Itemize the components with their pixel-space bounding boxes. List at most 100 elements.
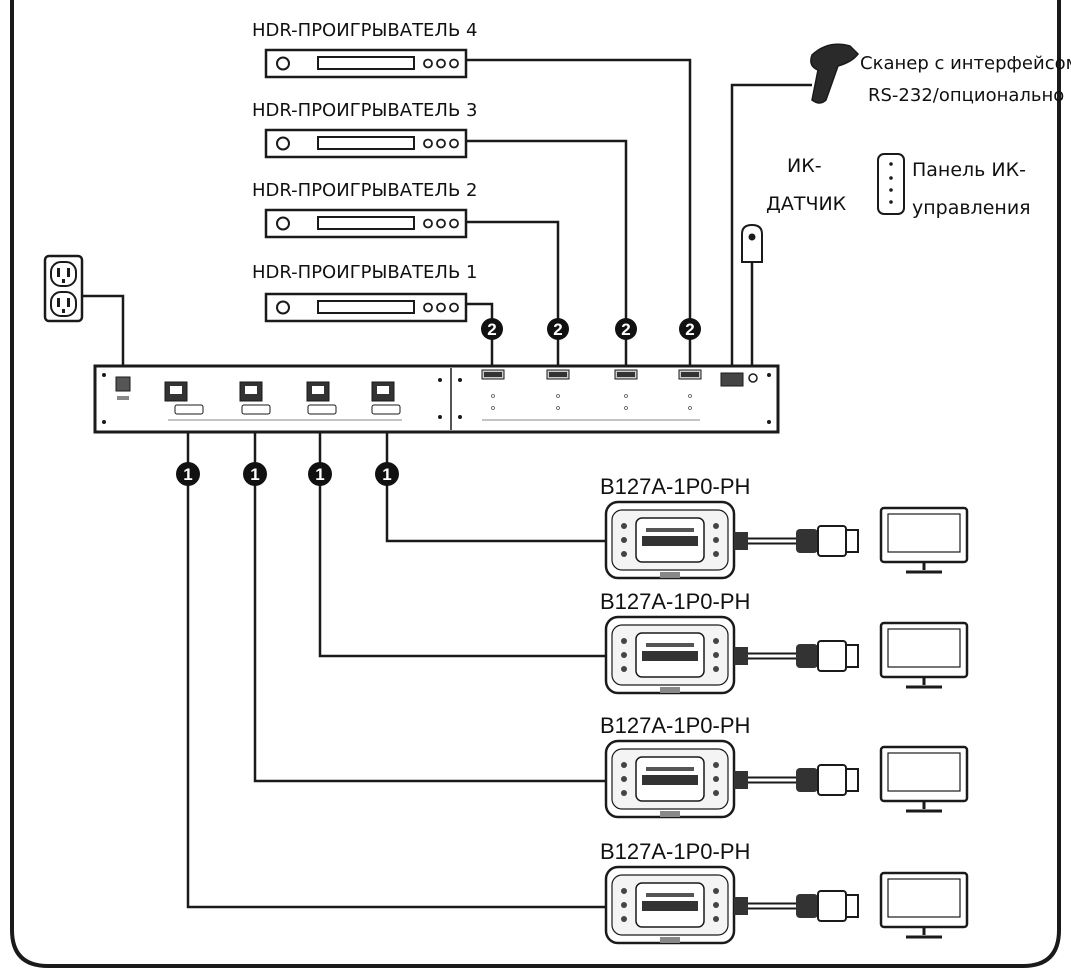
- input-badge: 2: [481, 318, 503, 340]
- hdmi-plug-head-icon: [817, 640, 847, 672]
- button-dot-icon: [449, 218, 459, 229]
- power-outlet-icon: [43, 254, 84, 323]
- ir-remote-icon: [877, 153, 905, 215]
- receiver-logo-mark: [642, 901, 698, 911]
- receiver-model-label: B127A-1P0-PH: [600, 474, 750, 499]
- receiver-model-label: B127A-1P0-PH: [600, 839, 750, 864]
- power-knob-icon: [276, 300, 290, 315]
- ir-sensor-label-line1: ИК-: [787, 155, 822, 177]
- scanner-label-line2: RS-232/опционально: [868, 85, 1064, 106]
- player-label: HDR-ПРОИГРЫВАТЕЛЬ 4: [252, 20, 478, 41]
- hdmi-plug-body-icon: [796, 768, 818, 792]
- screw-icon: [458, 415, 462, 419]
- player-body: [264, 128, 468, 159]
- grip-dot-icon: [621, 902, 627, 908]
- screw-icon: [438, 415, 442, 419]
- cable-power: [82, 294, 125, 366]
- svg-text:1: 1: [382, 465, 391, 484]
- output-badges: 1 1 1 1: [176, 462, 399, 486]
- grip-dot-icon: [621, 666, 627, 672]
- rj45-output-port: [239, 381, 271, 415]
- grip-dot-icon: [713, 537, 719, 543]
- button-dot-icon: [436, 218, 446, 229]
- hdmi-plug-head-icon: [817, 890, 847, 922]
- grip-dot-icon: [621, 790, 627, 796]
- strain-relief-icon: [734, 532, 748, 550]
- hdmi-input-port: [546, 369, 570, 410]
- grip-dot-icon: [621, 537, 627, 543]
- svg-text:2: 2: [487, 320, 496, 339]
- hdmi-plug-tip-icon: [845, 644, 859, 668]
- grip-dot-icon: [621, 652, 627, 658]
- receiver-logo-mark: [642, 651, 698, 661]
- button-dot-icon: [423, 58, 433, 69]
- hdmi-plug-tip-icon: [845, 894, 859, 918]
- player-label: HDR-ПРОИГРЫВАТЕЛЬ 1: [252, 262, 478, 283]
- matrix-switch-unit: [93, 364, 780, 434]
- grip-dot-icon: [621, 762, 627, 768]
- button-dot-icon: [436, 138, 446, 149]
- input-badge: 2: [615, 318, 637, 340]
- button-dot-icon: [449, 302, 459, 313]
- grip-dot-icon: [621, 638, 627, 644]
- hdmi-input-port: [481, 369, 505, 410]
- disc-tray-icon: [317, 136, 415, 150]
- screw-icon: [438, 378, 442, 382]
- dc-power-jack-icon: [115, 376, 131, 392]
- grip-dot-icon: [713, 888, 719, 894]
- hdmi-plug-head-icon: [817, 764, 847, 796]
- cable-output-3: [253, 432, 608, 783]
- disc-tray-icon: [317, 56, 415, 70]
- hdr-player-1: HDR-ПРОИГРЫВАТЕЛЬ 1: [252, 262, 478, 323]
- hdmi-plug-tip-icon: [845, 529, 859, 553]
- grip-dot-icon: [713, 776, 719, 782]
- power-jack-label-mark: [117, 396, 129, 400]
- button-dot-icon: [423, 302, 433, 313]
- svg-text:2: 2: [553, 320, 562, 339]
- grip-dot-icon: [621, 551, 627, 557]
- receiver-brand-mark: [646, 767, 694, 771]
- receiver-foot: [660, 572, 680, 578]
- cable-scanner: [730, 83, 812, 368]
- input-badges: 2 2 2 2: [481, 318, 701, 340]
- hdmi-plug-body-icon: [796, 894, 818, 918]
- power-knob-icon: [276, 136, 290, 151]
- outer-frame: [10, 0, 1061, 968]
- cable-output-2: [318, 432, 608, 658]
- strain-relief-icon: [734, 771, 748, 789]
- monitor-screen: [887, 878, 961, 918]
- output-cables: [186, 432, 608, 909]
- grip-dot-icon: [713, 638, 719, 644]
- scanner-label-line1: Сканер с интерфейсом: [860, 53, 1071, 74]
- hdmi-plug-tip-icon: [845, 768, 859, 792]
- cable-player-1: [466, 302, 494, 368]
- svg-text:1: 1: [315, 465, 324, 484]
- hdr-player-4: HDR-ПРОИГРЫВАТЕЛЬ 4: [252, 20, 478, 79]
- monitor-screen: [887, 513, 961, 553]
- grip-dot-icon: [713, 790, 719, 796]
- hdmi-input-port: [678, 369, 702, 410]
- button-dot-icon: [436, 58, 446, 69]
- button-dot-icon: [423, 218, 433, 229]
- receiver-row: B127A-1P0-PH: [600, 589, 969, 695]
- button-dot-icon: [436, 302, 446, 313]
- svg-text:1: 1: [250, 465, 259, 484]
- switch-chassis: [93, 364, 780, 434]
- hdmi-plug-body-icon: [796, 529, 818, 553]
- screw-icon: [102, 373, 106, 377]
- monitor-screen: [887, 628, 961, 668]
- strain-relief-icon: [734, 897, 748, 915]
- grip-dot-icon: [713, 916, 719, 922]
- receiver-row: B127A-1P0-PH: [600, 713, 969, 819]
- receiver-model-label: B127A-1P0-PH: [600, 589, 750, 614]
- input-badge: 2: [547, 318, 569, 340]
- screw-icon: [458, 378, 462, 382]
- rj45-output-port: [306, 381, 337, 415]
- svg-text:2: 2: [685, 320, 694, 339]
- ir-sensor-label-line2: ДАТЧИК: [766, 193, 847, 215]
- barcode-scanner-icon: [810, 43, 859, 104]
- input-badge: 2: [679, 318, 701, 340]
- player-body: [264, 48, 468, 79]
